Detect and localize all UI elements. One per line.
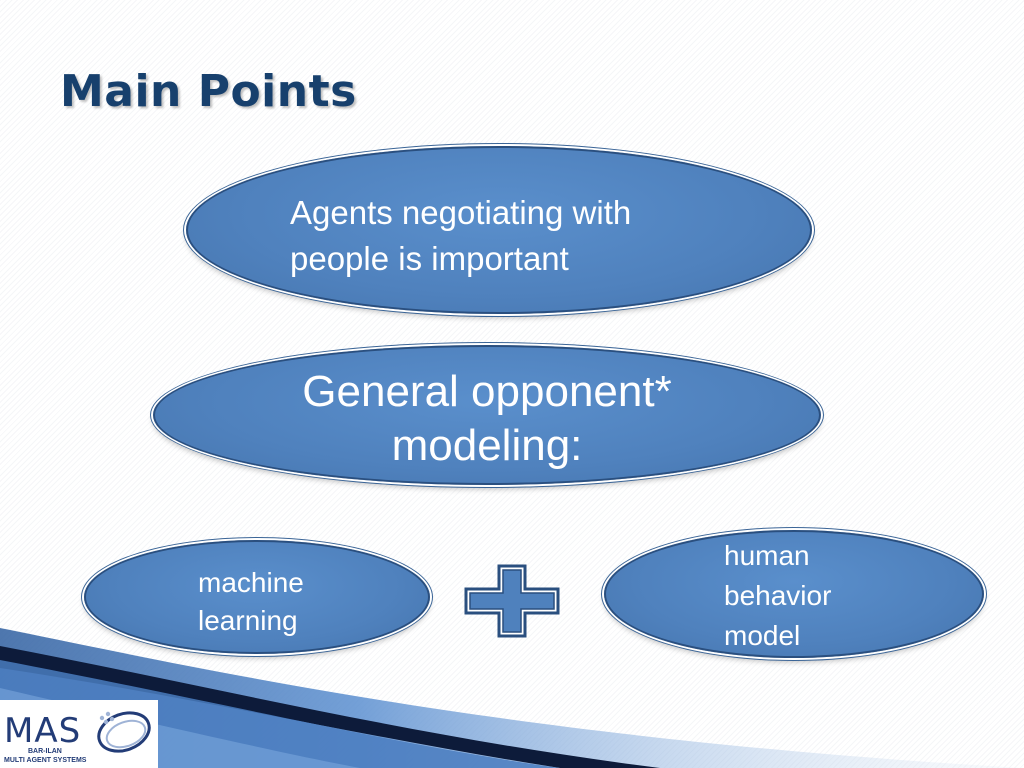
logo-subtitle-mas: MULTI AGENT SYSTEMS xyxy=(4,757,87,764)
oval-hb-line1: human xyxy=(724,540,810,571)
logo-wordmark: MAS xyxy=(4,711,82,751)
oval-hb-text: human behavior model xyxy=(724,536,831,656)
oval-hb-line2: behavior xyxy=(724,580,832,611)
oval-machine-learning: machine learning xyxy=(84,540,430,654)
oval-agents-line2: people is important xyxy=(290,240,569,277)
oval-ml-line1: machine xyxy=(198,567,304,598)
oval-hb-line3: model xyxy=(724,620,801,651)
oval-general-line1: General opponent* xyxy=(302,367,672,416)
logo-subtitle-bar-ilan: BAR-ILAN xyxy=(28,748,62,755)
plus-icon xyxy=(464,564,560,638)
logo-swirl-icon xyxy=(97,711,151,753)
oval-ml-text: machine learning xyxy=(198,564,304,640)
slide-title: Main Points xyxy=(60,66,357,117)
oval-human-behavior-model: human behavior model xyxy=(604,530,984,658)
mas-logo: MAS BAR-ILAN MULTI AGENT SYSTEMS xyxy=(0,700,158,768)
oval-agents-line1: Agents negotiating with xyxy=(290,194,632,231)
oval-general-line2: modeling: xyxy=(391,421,583,470)
oval-agents-text: Agents negotiating with people is import… xyxy=(290,190,730,282)
oval-general-text: General opponent* modeling: xyxy=(155,365,819,473)
oval-ml-line2: learning xyxy=(198,605,298,636)
oval-general-opponent-modeling: General opponent* modeling: xyxy=(153,345,821,485)
oval-agents-negotiating: Agents negotiating with people is import… xyxy=(186,146,812,314)
